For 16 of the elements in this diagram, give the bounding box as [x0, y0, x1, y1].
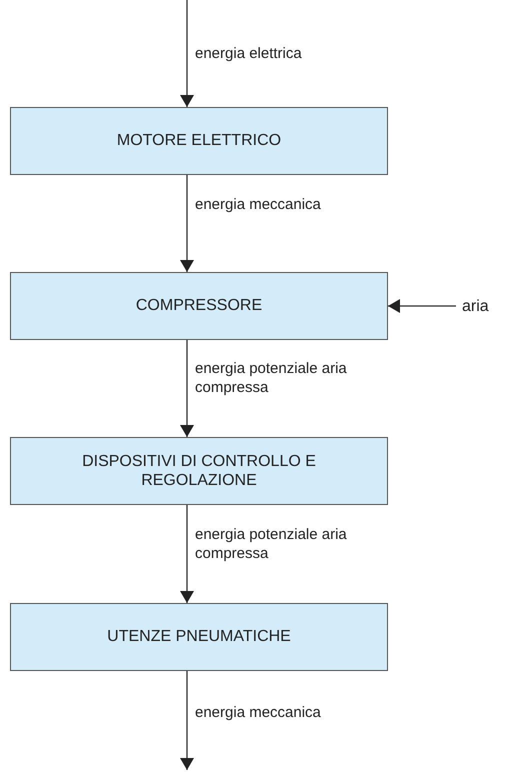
edge-label: energia elettrica [195, 45, 303, 64]
arrow [180, 175, 194, 272]
edge-label: energia meccanica [195, 704, 322, 723]
input-label: aria [462, 296, 502, 318]
process-box: COMPRESSORE [10, 272, 388, 340]
arrow [180, 505, 194, 603]
edge-label: energia meccanica [195, 196, 322, 215]
process-box: MOTORE ELETTRICO [10, 107, 388, 175]
arrow [180, 671, 194, 770]
process-box: DISPOSITIVI DI CONTROLLO E REGOLAZIONE [10, 437, 388, 505]
process-box: UTENZE PNEUMATICHE [10, 603, 388, 671]
arrow [180, 0, 194, 107]
edge-label: energia potenziale aria compressa [195, 360, 348, 398]
arrow [388, 299, 456, 313]
arrow [180, 340, 194, 437]
edge-label: energia potenziale aria compressa [195, 526, 348, 564]
